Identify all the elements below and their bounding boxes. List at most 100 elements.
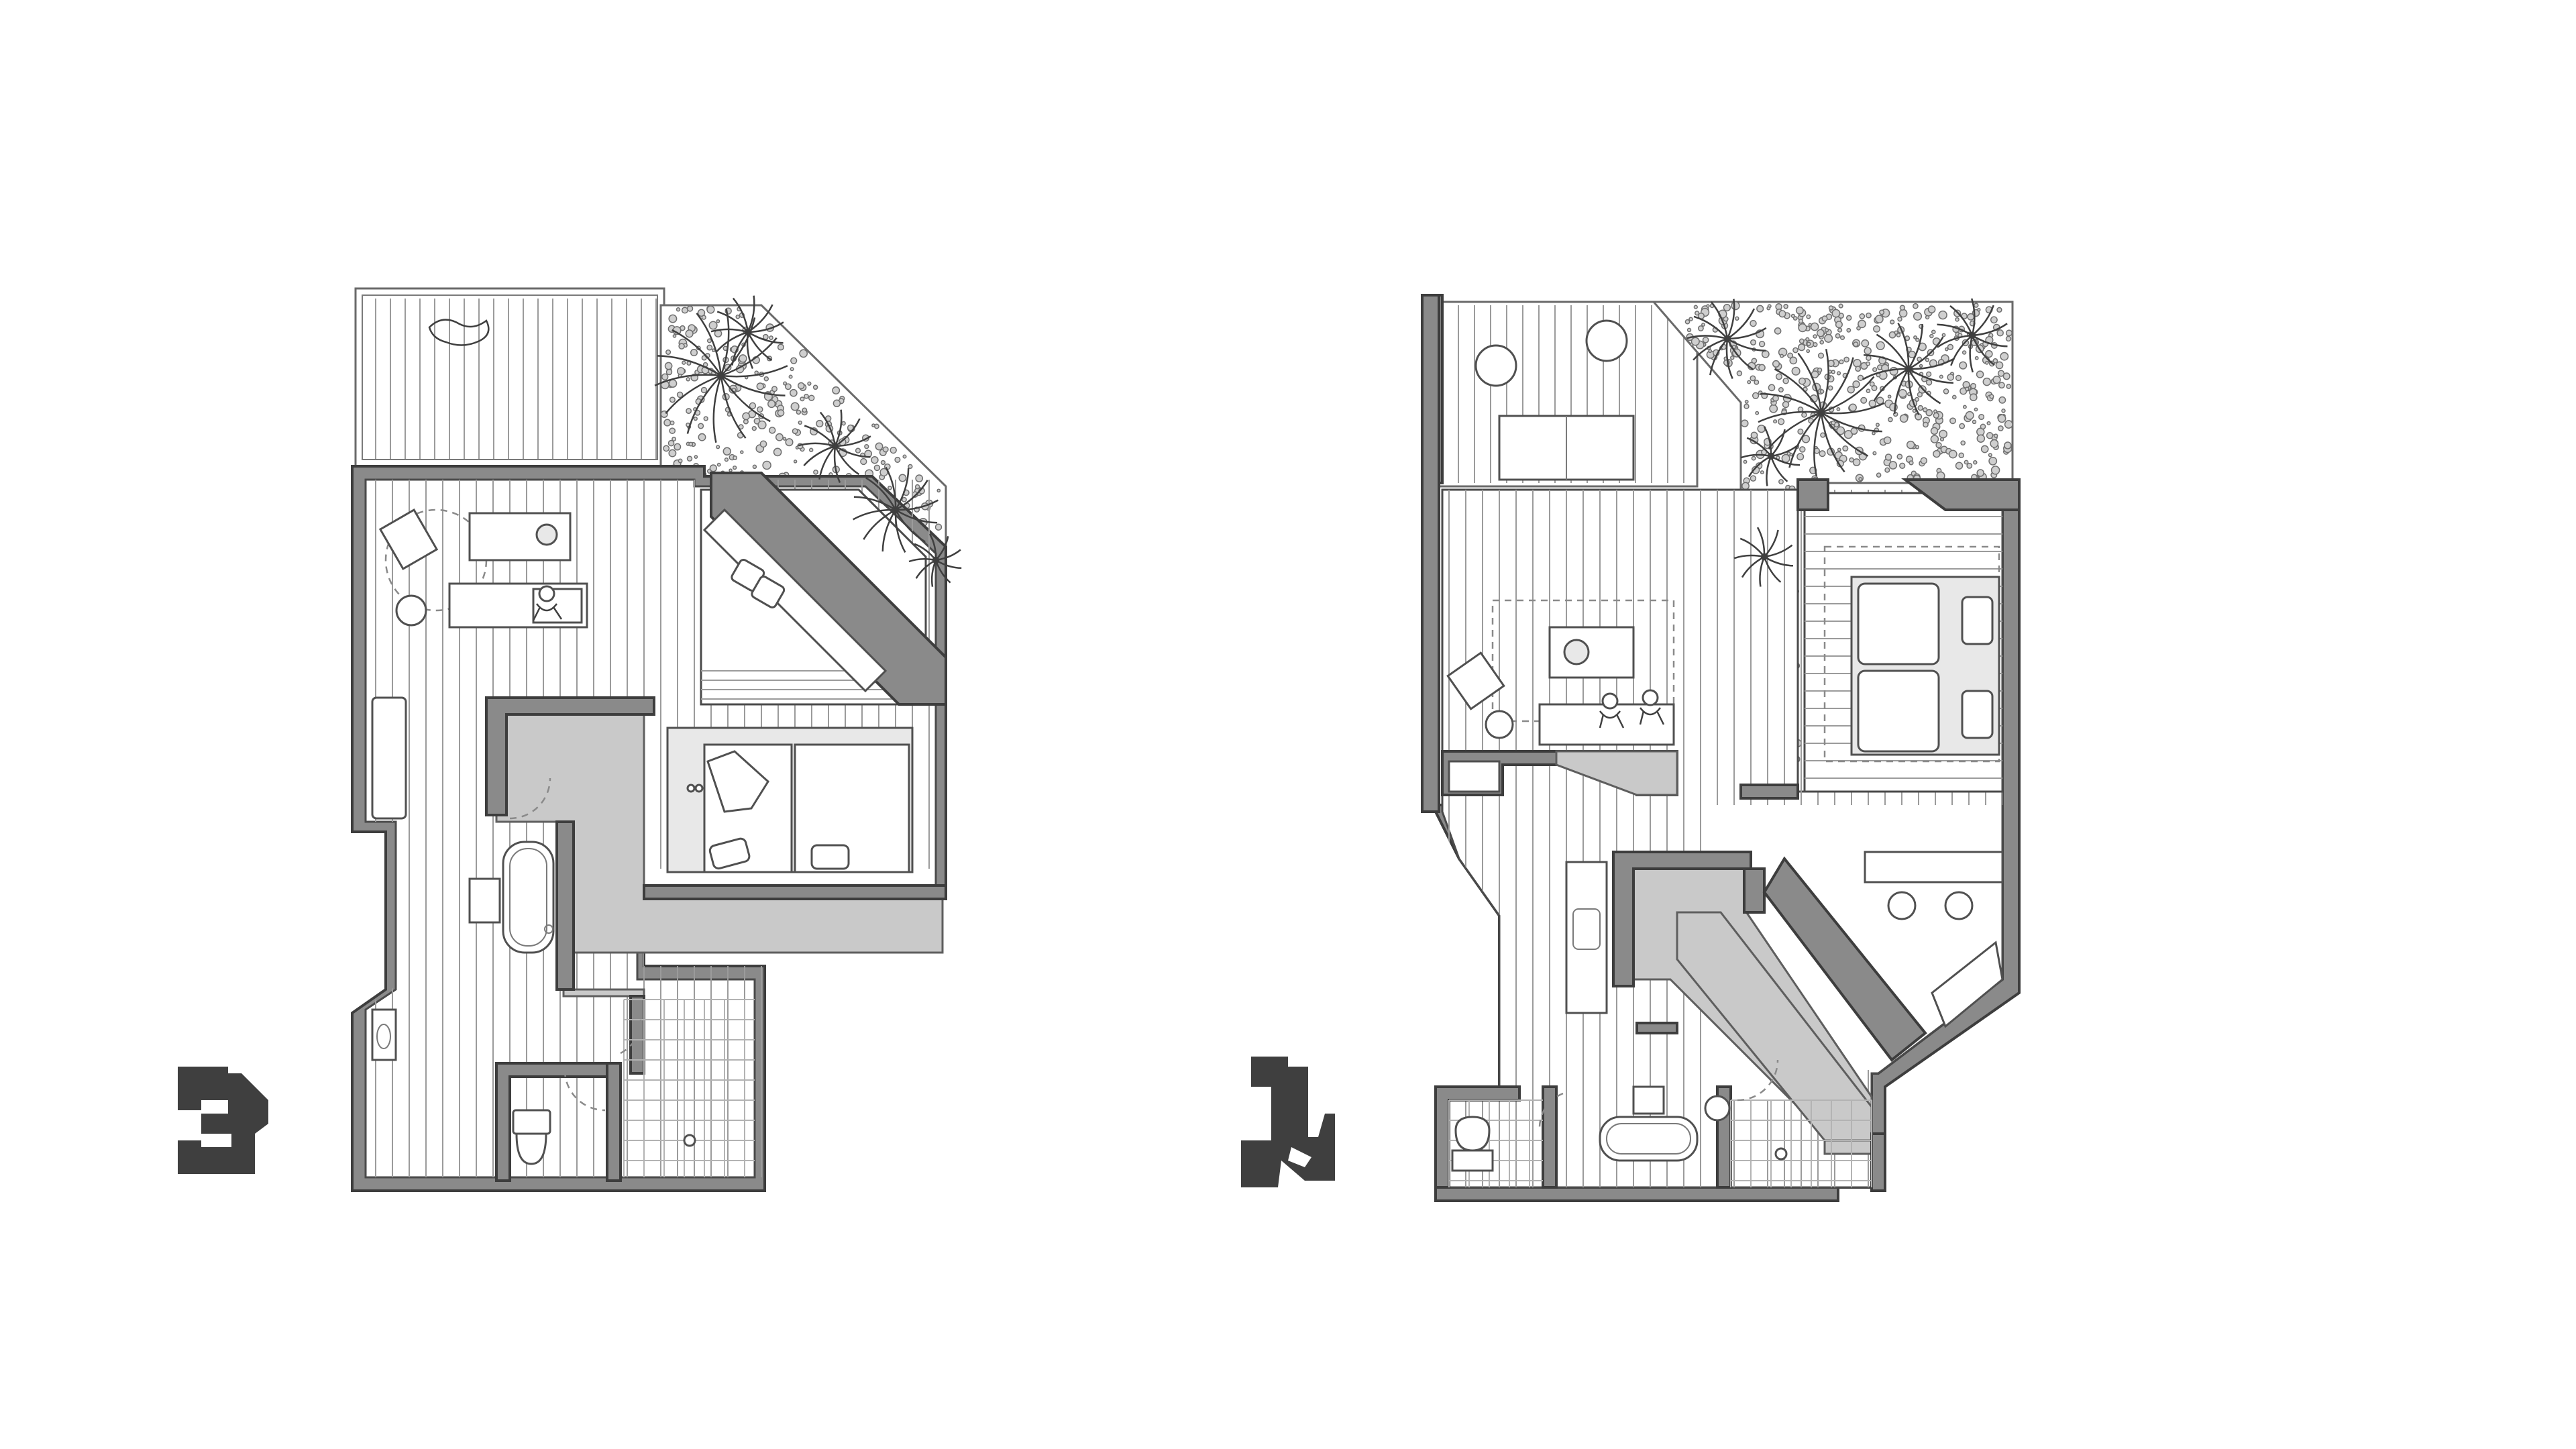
gravel-stone <box>2005 329 2012 337</box>
shower-room <box>683 1134 696 1147</box>
toilet-room <box>1451 1116 1494 1172</box>
plant-leaf <box>1897 323 1910 370</box>
gravel-stone <box>1816 329 1825 337</box>
gravel-stone <box>1686 327 1692 333</box>
plant-leaf <box>865 477 897 511</box>
gravel-stone <box>1927 305 1936 314</box>
gravel-stone <box>1955 462 1964 470</box>
gravel-stone <box>807 381 812 386</box>
gravel-stone <box>1761 350 1770 358</box>
gravel-stone <box>1866 355 1872 361</box>
gravel-stone <box>1797 428 1804 435</box>
gravel-stone <box>1799 446 1806 453</box>
gravel-stone <box>832 386 841 394</box>
gravel-stone <box>668 379 678 388</box>
gravel-stone <box>1781 453 1790 463</box>
plant-icon <box>1686 298 2008 587</box>
plant-leaf <box>1821 411 1882 433</box>
gravel-stone <box>1846 327 1851 333</box>
gravel-stone <box>1897 316 1902 322</box>
plant-leaf <box>1758 411 1822 423</box>
gravel-stone <box>708 321 718 330</box>
gravel-stone <box>1939 374 1943 379</box>
gravel-stone <box>1922 407 1928 413</box>
gravel-stone <box>1798 323 1807 333</box>
gravel-stone <box>1988 456 1998 466</box>
terrace <box>354 287 665 468</box>
gravel-stone <box>1898 388 1907 398</box>
gravel-stone <box>697 309 706 317</box>
gravel-stone <box>1772 394 1779 402</box>
gravel-stone <box>777 343 784 351</box>
plant-leaf <box>712 375 722 443</box>
gravel-stone <box>1958 452 1964 459</box>
bathroom <box>371 777 642 1112</box>
gravel-stone <box>1819 339 1825 345</box>
gravel-stone <box>1819 389 1825 394</box>
gravel-stone <box>1756 305 1764 313</box>
plant-leaf <box>1907 368 1920 415</box>
gravel-stone <box>894 456 901 463</box>
gravel-stone <box>678 458 683 464</box>
gravel-stone <box>1962 350 1967 355</box>
gravel-stone <box>1966 462 1973 469</box>
gravel-stone <box>1690 337 1700 346</box>
plant-leaf <box>1797 352 1823 413</box>
gravel-stone <box>756 382 764 390</box>
shower-drain-icon <box>1774 1147 1788 1161</box>
gravel-stone <box>1925 315 1930 320</box>
gravel-stone <box>740 450 744 454</box>
plant-leaf <box>1727 337 1766 352</box>
gravel-stone <box>1929 333 1934 339</box>
armchair-icon <box>378 508 439 570</box>
gravel-stone <box>1973 460 1978 465</box>
gravel-stone <box>1948 449 1957 459</box>
gravel-stone <box>1974 356 1979 360</box>
gravel-stone <box>1947 374 1955 381</box>
gravel-stone <box>1843 429 1854 439</box>
gravel-stone <box>788 374 793 379</box>
pillow-icon <box>810 844 850 870</box>
gravel-stone <box>1741 419 1749 427</box>
gravel-stone <box>1706 304 1710 308</box>
gravel-stone <box>674 443 682 451</box>
gravel-stone <box>1798 318 1804 324</box>
gravel-stone <box>1913 335 1917 339</box>
gravel-stone <box>1976 370 1984 378</box>
gravel-stone <box>1754 379 1760 385</box>
gravel-stone <box>1943 388 1949 394</box>
gravel-stone <box>754 370 759 375</box>
gravel-stone <box>1947 343 1954 350</box>
gravel-stone <box>1837 327 1843 333</box>
gravel-stone <box>1831 420 1836 425</box>
gravel-stone <box>1933 412 1939 419</box>
gravel-stone <box>1955 374 1962 382</box>
gravel-stone <box>1813 334 1817 339</box>
plant-stem <box>1767 452 1775 460</box>
gravel-stone <box>855 447 861 453</box>
gravel-stone <box>773 447 782 457</box>
gravel-stone <box>783 381 788 386</box>
gravel-stone <box>757 420 767 430</box>
gravel-stone <box>1986 431 1994 439</box>
gravel-stone <box>1923 421 1929 428</box>
bathroom <box>1538 861 1788 1162</box>
gravel-stone <box>1985 350 1993 358</box>
plant-leaf <box>696 313 722 376</box>
gravel-stone <box>841 421 846 426</box>
side-table <box>1485 710 1514 739</box>
gravel-stone <box>875 442 883 451</box>
gravel-stone <box>1959 361 1968 370</box>
gravel-stone <box>688 441 694 447</box>
gravel-stone <box>1930 427 1939 435</box>
armchair-icon <box>1446 651 1505 710</box>
gravel-stone <box>1986 421 1991 425</box>
plant-leaf <box>1686 335 1728 340</box>
plant-leaf <box>1726 338 1754 370</box>
gravel-stone <box>1913 303 1919 309</box>
gravel-stone <box>1847 386 1855 394</box>
gravel-stone <box>1817 352 1825 359</box>
plant-leaf <box>1908 358 1955 370</box>
gravel-stone <box>1912 409 1917 413</box>
gravel-stone <box>1866 388 1871 394</box>
